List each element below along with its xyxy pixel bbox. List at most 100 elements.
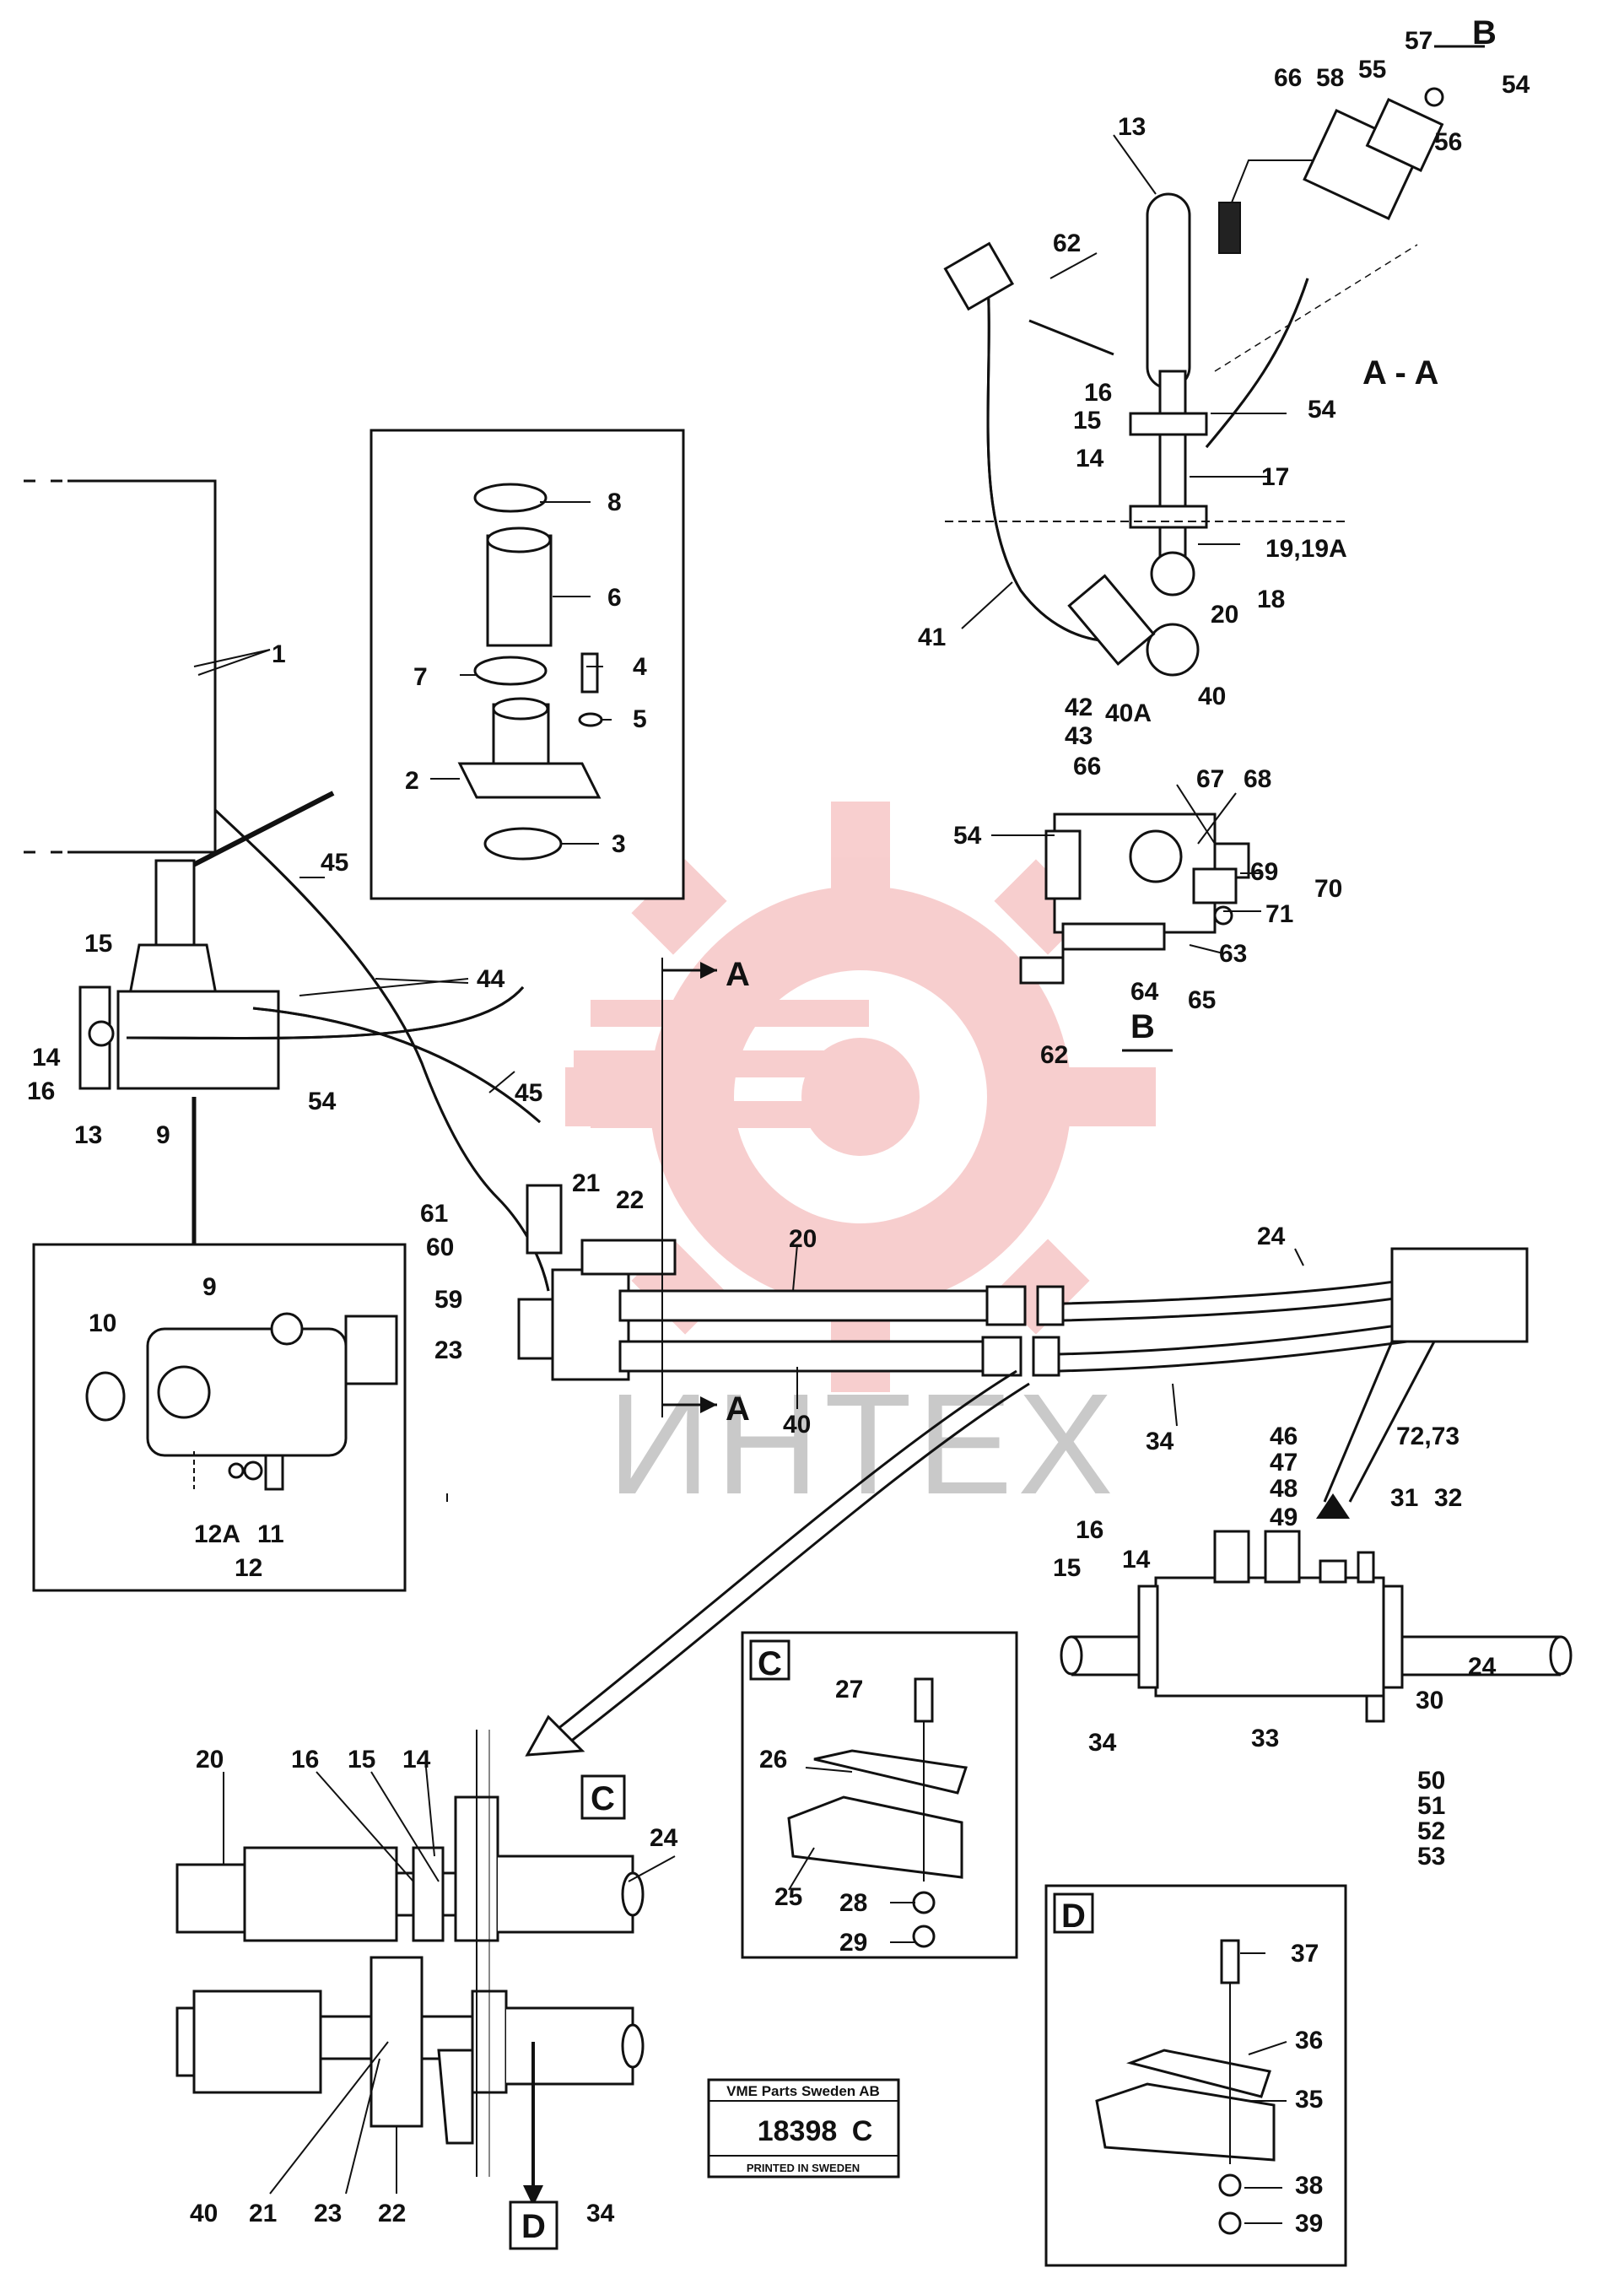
label-part: 62 xyxy=(1040,1041,1068,1069)
label-part: 37 xyxy=(1291,1940,1319,1968)
label-part: 40 xyxy=(1198,683,1226,710)
label-part: 68 xyxy=(1244,765,1271,793)
label-part: 66 xyxy=(1274,64,1302,92)
watermark-text: ИНТЕХ xyxy=(607,1364,1119,1525)
label-part: 69 xyxy=(1250,858,1278,886)
label-part: 54 xyxy=(1502,71,1530,99)
label-part: 16 xyxy=(1084,379,1112,407)
label-part: 40A xyxy=(1105,699,1152,727)
label-part: 45 xyxy=(515,1079,542,1107)
label-part: 15 xyxy=(1073,407,1101,435)
label-part: 36 xyxy=(1295,2027,1323,2054)
view-b-top-marker: B xyxy=(1472,14,1497,51)
label-part: 54 xyxy=(953,822,982,850)
block-33 xyxy=(1060,1341,1573,1723)
label-part: 16 xyxy=(291,1746,319,1774)
label-part: 60 xyxy=(426,1234,454,1261)
view-b-title: B xyxy=(1130,1008,1155,1045)
view-b xyxy=(1019,813,1250,1052)
label-part: 8 xyxy=(607,489,622,516)
label-part: 45 xyxy=(321,849,348,877)
label-part: 17 xyxy=(1261,463,1289,491)
label-part: 15 xyxy=(84,930,112,958)
label-part: 10 xyxy=(89,1309,116,1337)
label-part: 34 xyxy=(1088,1729,1117,1757)
view-aa-title: A - A xyxy=(1362,354,1438,391)
label-part: 9 xyxy=(202,1273,217,1301)
label-part: 11 xyxy=(257,1520,284,1548)
label-part: 58 xyxy=(1316,64,1344,92)
label-part: 39 xyxy=(1295,2210,1323,2238)
label-part: 42 xyxy=(1065,694,1093,721)
label-part: 1 xyxy=(272,640,286,668)
section-a-top: A xyxy=(726,956,750,993)
label-part: 31 xyxy=(1390,1484,1418,1512)
section-a-bottom: A xyxy=(726,1390,750,1428)
detail-box-pump xyxy=(32,1097,407,1592)
id-plate: VME Parts Sweden AB 18398 C PRINTED IN S… xyxy=(707,2078,900,2179)
label-part: 56 xyxy=(1434,128,1462,156)
label-part: 14 xyxy=(1122,1546,1151,1574)
label-part: 34 xyxy=(586,2200,615,2227)
detail-d-ref: D xyxy=(521,2208,546,2245)
label-part: 3 xyxy=(612,830,626,858)
label-part: 13 xyxy=(1118,113,1146,141)
label-part: 33 xyxy=(1251,1725,1279,1752)
label-part: 30 xyxy=(1416,1687,1443,1714)
detail-d-title: D xyxy=(1061,1898,1086,1935)
label-part: 18 xyxy=(1257,586,1285,613)
label-part: 16 xyxy=(1076,1516,1103,1544)
label-part: 15 xyxy=(1053,1554,1081,1582)
label-part: 61 xyxy=(420,1200,448,1228)
label-part: 23 xyxy=(434,1336,462,1364)
detail-box-d xyxy=(1044,1884,1347,2267)
label-part: 2 xyxy=(405,767,419,795)
detail-arrow xyxy=(525,1369,1030,1757)
main-unit-box xyxy=(8,478,271,855)
detail-box-flange xyxy=(167,429,685,900)
plate-company: VME Parts Sweden AB xyxy=(726,2083,880,2099)
label-part: 4 xyxy=(633,653,647,681)
label-part: 14 xyxy=(402,1746,431,1774)
label-part: 21 xyxy=(249,2200,277,2227)
label-part: 44 xyxy=(477,965,505,993)
label-part: 67 xyxy=(1196,765,1224,793)
label-part: 14 xyxy=(32,1044,61,1072)
plate-printed: PRINTED IN SWEDEN xyxy=(747,2162,860,2174)
label-part: 54 xyxy=(308,1088,337,1115)
label-part: 24 xyxy=(650,1824,678,1852)
label-part: 7 xyxy=(413,663,428,691)
label-part: 12A xyxy=(194,1520,240,1548)
label-part: 46 xyxy=(1270,1423,1298,1450)
label-part: 28 xyxy=(839,1889,867,1917)
label-part: 20 xyxy=(196,1746,224,1774)
label-part: 38 xyxy=(1295,2172,1323,2200)
label-part: 22 xyxy=(378,2200,406,2227)
label-part: 54 xyxy=(1308,396,1336,424)
detail-box-c xyxy=(741,1631,1018,1959)
leader-lines xyxy=(193,134,1304,2224)
label-part: 63 xyxy=(1219,940,1247,968)
label-part: 48 xyxy=(1270,1475,1298,1503)
plate-number: 18398 xyxy=(758,2115,838,2147)
label-part: 53 xyxy=(1417,1843,1445,1871)
label-part: 50 xyxy=(1417,1767,1445,1795)
label-part: 34 xyxy=(1146,1428,1174,1455)
label-part: 71 xyxy=(1265,900,1293,928)
label-part: 43 xyxy=(1065,722,1093,750)
label-part: 12 xyxy=(235,1554,262,1582)
label-part: 6 xyxy=(607,584,622,612)
label-part: 66 xyxy=(1073,753,1101,780)
label-part: 35 xyxy=(1295,2086,1323,2114)
label-part: 20 xyxy=(1211,601,1238,629)
label-part: 51 xyxy=(1417,1792,1445,1820)
label-part: 70 xyxy=(1314,875,1342,903)
label-part: 40 xyxy=(783,1411,811,1439)
pipe-assembly-main xyxy=(618,1247,1529,1377)
label-part: 59 xyxy=(434,1286,462,1314)
label-part: 13 xyxy=(74,1121,102,1149)
view-a-a xyxy=(943,45,1485,677)
section-line-a xyxy=(661,958,717,1417)
label-part: 47 xyxy=(1270,1449,1298,1477)
